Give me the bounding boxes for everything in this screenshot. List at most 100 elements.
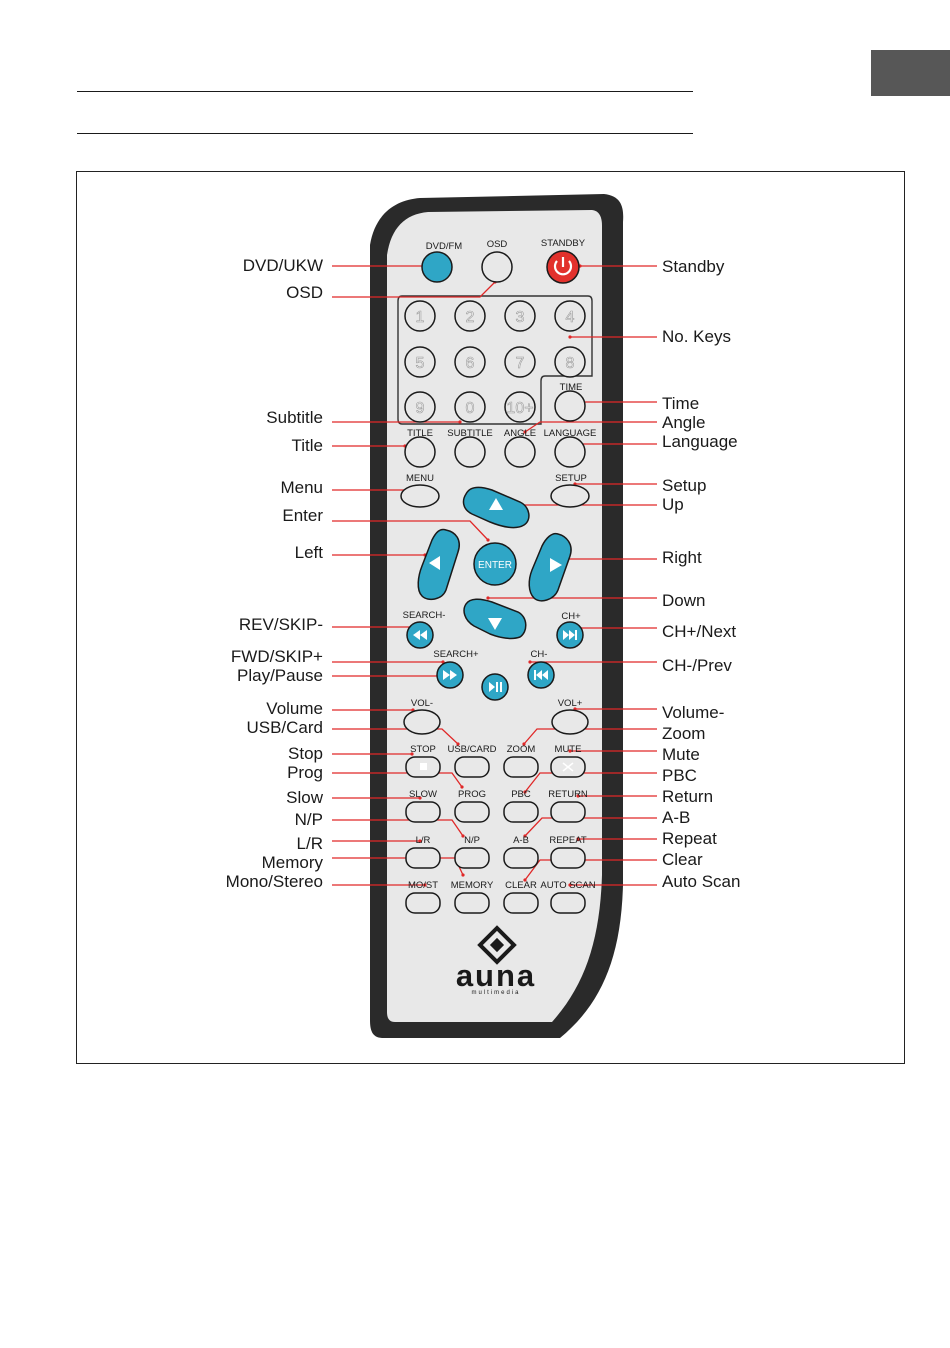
number-key-label: 6 <box>466 355 475 372</box>
ch-minus-label: CH- <box>531 649 548 660</box>
auto-scan-button[interactable] <box>551 893 585 913</box>
ab-button[interactable] <box>504 848 538 868</box>
left-callout-label: L/R <box>297 834 323 853</box>
mute-label: MUTE <box>555 744 582 755</box>
pbc-button[interactable] <box>504 802 538 822</box>
standby-label: STANDBY <box>541 238 586 249</box>
left-callout-label: Memory <box>262 853 324 872</box>
right-callout-label: PBC <box>662 766 697 785</box>
mo-st-label: MO/ST <box>408 880 438 891</box>
stop-label: STOP <box>410 744 436 755</box>
right-callout-label: A-B <box>662 808 690 827</box>
search-plus-label: SEARCH+ <box>433 649 479 660</box>
right-callout-label: Auto Scan <box>662 872 740 891</box>
stop-icon <box>420 763 427 770</box>
left-callout-label: Prog <box>287 763 323 782</box>
angle-button[interactable] <box>505 437 535 467</box>
right-callout-label: Repeat <box>662 829 717 848</box>
number-key-label: 5 <box>416 355 425 372</box>
zoom-button[interactable] <box>504 757 538 777</box>
left-leader-line-end <box>458 420 461 423</box>
np-label: N/P <box>464 835 480 846</box>
clear-button[interactable] <box>504 893 538 913</box>
left-callout-label: Enter <box>282 506 323 525</box>
vol-minus-label: VOL- <box>411 698 433 709</box>
menu-button[interactable] <box>401 485 439 507</box>
lr-label: L/R <box>416 835 431 846</box>
title-button[interactable] <box>405 437 435 467</box>
right-callout-label: Up <box>662 495 684 514</box>
prog-button[interactable] <box>455 802 489 822</box>
left-callout-label: Left <box>295 543 324 562</box>
left-callout-label: Menu <box>280 478 323 497</box>
usb-card-button[interactable] <box>455 757 489 777</box>
left-leader-line-end <box>461 873 464 876</box>
vol-plus-button[interactable] <box>552 710 588 734</box>
zoom-label: ZOOM <box>507 744 536 755</box>
number-key-label: 7 <box>516 355 525 372</box>
right-callout-label: Language <box>662 432 738 451</box>
right-leader-line-end <box>528 660 531 663</box>
np-button[interactable] <box>455 848 489 868</box>
right-callout-label: Mute <box>662 745 700 764</box>
lr-button[interactable] <box>406 848 440 868</box>
left-callout-label: Volume <box>266 699 323 718</box>
menu-label: MENU <box>406 473 434 484</box>
right-callouts: StandbyNo. KeysTimeAngleLanguageSetupUpR… <box>662 257 740 891</box>
setup-button[interactable] <box>551 485 589 507</box>
right-callout-label: Standby <box>662 257 725 276</box>
right-callout-label: CH-/Prev <box>662 656 732 675</box>
vol-minus-button[interactable] <box>404 710 440 734</box>
repeat-button[interactable] <box>551 848 585 868</box>
dvd-fm-label: DVD/FM <box>426 241 463 252</box>
vol-plus-label: VOL+ <box>558 698 583 709</box>
slow-button[interactable] <box>406 802 440 822</box>
memory-label: MEMORY <box>451 880 494 891</box>
number-key-label: 9 <box>416 400 425 417</box>
dvd-fm-button[interactable] <box>422 252 452 282</box>
osd-button[interactable] <box>482 252 512 282</box>
title-label: TITLE <box>407 428 433 439</box>
search-minus-label: SEARCH- <box>403 610 446 621</box>
left-callout-label: Play/Pause <box>237 666 323 685</box>
right-callout-label: Zoom <box>662 724 705 743</box>
brand-name: auna <box>456 958 536 993</box>
repeat-label: REPEAT <box>549 835 587 846</box>
subtitle-button[interactable] <box>455 437 485 467</box>
right-leader-line-end <box>568 335 571 338</box>
memory-button[interactable] <box>455 893 489 913</box>
usb-card-label: USB/CARD <box>447 744 496 755</box>
right-callout-label: Right <box>662 548 702 567</box>
language-button[interactable] <box>555 437 585 467</box>
pbc-label: PBC <box>511 789 531 800</box>
language-label: LANGUAGE <box>544 428 597 439</box>
time-button[interactable] <box>555 391 585 421</box>
left-callout-label: OSD <box>286 283 323 302</box>
right-callout-label: Down <box>662 591 705 610</box>
ch-plus-label: CH+ <box>561 611 581 622</box>
angle-label: ANGLE <box>504 428 536 439</box>
clear-label: CLEAR <box>505 880 537 891</box>
right-callout-label: Clear <box>662 850 703 869</box>
ab-label: A-B <box>513 835 529 846</box>
number-key-label: 8 <box>566 355 575 372</box>
right-leader-line-end <box>486 596 489 599</box>
right-callout-label: Time <box>662 394 699 413</box>
return-button[interactable] <box>551 802 585 822</box>
left-callout-label: Slow <box>286 788 324 807</box>
number-key-label: 1 <box>416 309 425 326</box>
left-callout-label: Subtitle <box>266 408 323 427</box>
left-callout-label: Mono/Stereo <box>226 872 323 891</box>
right-callout-label: CH+/Next <box>662 622 736 641</box>
right-callout-label: Volume- <box>662 703 724 722</box>
number-key-label: 3 <box>516 309 525 326</box>
left-callout-label: DVD/UKW <box>243 256 323 275</box>
right-callout-label: No. Keys <box>662 327 731 346</box>
number-key-label: 4 <box>566 309 575 326</box>
left-callout-label: Title <box>292 436 324 455</box>
mo-st-button[interactable] <box>406 893 440 913</box>
brand-subtitle: multimedia <box>471 990 520 996</box>
return-label: RETURN <box>548 789 588 800</box>
right-callout-label: Angle <box>662 413 705 432</box>
